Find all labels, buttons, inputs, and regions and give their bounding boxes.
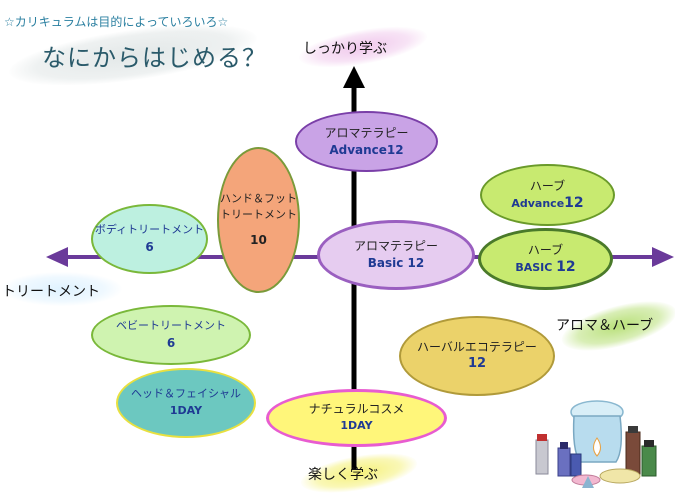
course-herb-advance[interactable]: ハーブ Advance12 [480, 164, 615, 226]
course-name: ヘッド＆フェイシャル [131, 387, 241, 400]
course-baby-treatment[interactable]: ベビートリートメント 6 [91, 305, 251, 365]
left-arrowhead [46, 247, 68, 267]
axis-label-top: しっかり学ぶ [303, 41, 387, 57]
bottle-4-cap [628, 426, 638, 433]
axis-label-right: アロマ＆ハーブ [556, 318, 654, 334]
left-label-leaf-decoration [2, 272, 122, 306]
course-aroma-advance[interactable]: アロマテラピー Advance12 [295, 111, 438, 172]
course-level: Basic 12 [367, 256, 425, 270]
course-herbal-eco[interactable]: ハーバルエコテラピー 12 [399, 316, 555, 396]
course-name: ハーブ [527, 242, 564, 257]
course-level: 6 [166, 336, 176, 350]
bottle-1-cap [537, 434, 547, 441]
aroma-supplies-illustration [535, 400, 657, 488]
course-head-facial[interactable]: ヘッド＆フェイシャル 1DAY [116, 368, 256, 438]
bottle-5-cap [644, 440, 654, 447]
course-name: ハーブ [529, 178, 566, 193]
course-level: 1DAY [340, 419, 373, 432]
course-level: Advance12 [511, 194, 583, 213]
course-level-number: 12 [556, 258, 576, 275]
course-body-treatment[interactable]: ボディトリートメント 6 [91, 204, 208, 274]
bottle-2-cap [560, 442, 568, 449]
course-name-line1: ハンド＆フット [220, 192, 297, 205]
course-name: ハーバルエコテラピー [417, 340, 537, 354]
bottle-1 [535, 439, 549, 475]
herb-dish [599, 468, 641, 484]
course-level: BASIC 12 [515, 258, 575, 277]
page-subtitle: ☆カリキュラムは目的によっていろいろ☆ [4, 15, 229, 29]
course-level: 10 [250, 233, 267, 247]
course-level: 12 [467, 356, 487, 371]
course-level: 1DAY [169, 404, 203, 417]
course-name: ボディトリートメント [94, 223, 205, 236]
course-hand-foot[interactable]: ハンド＆フット トリートメント 10 [217, 147, 300, 293]
course-level: 6 [145, 240, 154, 254]
incense-cone [582, 476, 594, 488]
bottle-2 [557, 447, 571, 477]
course-name: アロマテラピー [324, 125, 409, 140]
bottle-5 [641, 445, 657, 477]
course-level: Advance12 [329, 142, 404, 157]
course-name: アロマテラピー [353, 239, 438, 253]
course-name: ベビートリートメント [116, 319, 226, 332]
course-level-text: Advance [511, 196, 565, 210]
bottle-3 [570, 453, 582, 477]
course-level-text: BASIC [515, 260, 557, 274]
course-level-number: 12 [564, 194, 584, 211]
course-aroma-basic[interactable]: アロマテラピー Basic 12 [317, 220, 475, 290]
course-herb-basic[interactable]: ハーブ BASIC 12 [478, 228, 613, 290]
axis-label-bottom: 楽しく学ぶ [308, 467, 378, 483]
bottle-4 [625, 431, 641, 475]
burner-flame [593, 437, 601, 457]
course-name-line2: トリートメント [220, 208, 297, 221]
right-arrowhead [652, 247, 674, 267]
top-arrowhead [343, 66, 365, 88]
axis-label-left: トリートメント [2, 284, 100, 300]
page-title: なにからはじめる？ [42, 44, 267, 72]
course-natural-cosme[interactable]: ナチュラルコスメ 1DAY [266, 389, 447, 447]
course-name: ナチュラルコスメ [308, 402, 405, 416]
